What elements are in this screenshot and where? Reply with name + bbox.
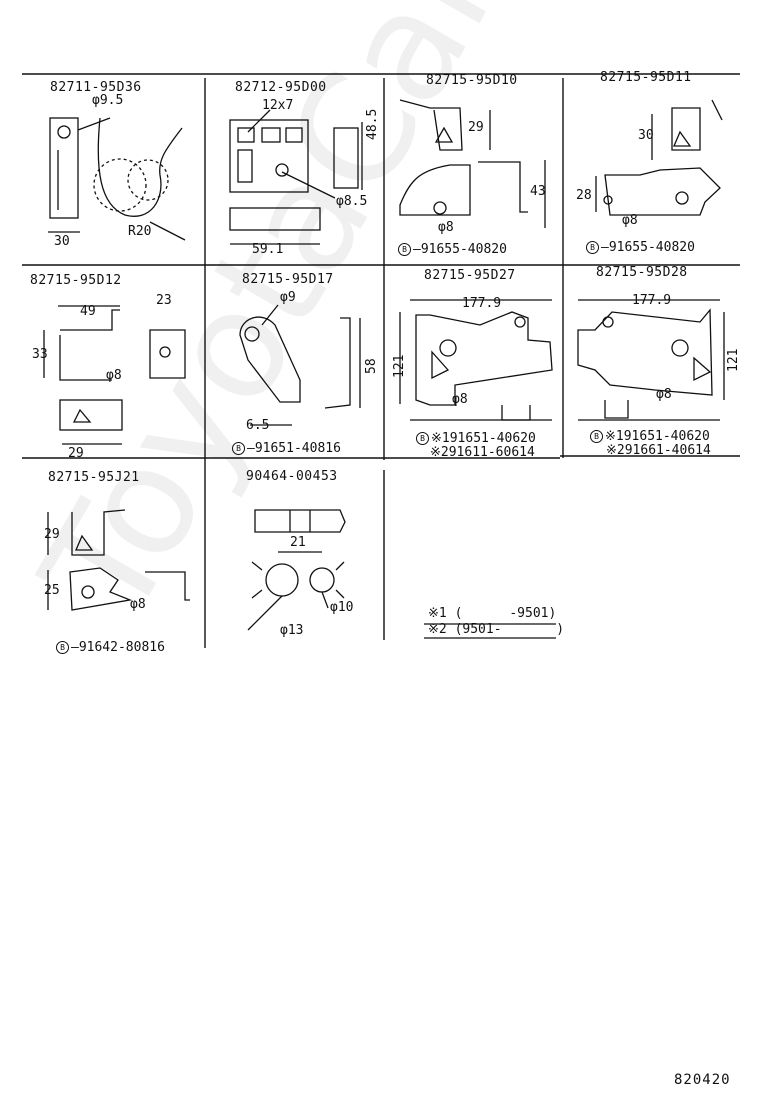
dim-label: 177.9 — [462, 296, 502, 311]
dim-label: 177.9 — [632, 293, 672, 308]
dim-label: φ8 — [622, 213, 638, 228]
footer-code: 820420 — [674, 1072, 731, 1088]
dim-label: φ13 — [280, 623, 304, 638]
dim-label: 21 — [290, 535, 306, 550]
dim-label: 29 — [68, 446, 84, 461]
dim-label: 58 — [364, 358, 379, 374]
dim-label: φ8.5 — [336, 194, 368, 209]
clamp-82711-95D36 — [48, 117, 186, 241]
dim-label: R20 — [128, 224, 152, 239]
part-number-82715-95D17: 82715-95D17 — [242, 272, 334, 287]
part-number-82711-95D36: 82711-95D36 — [50, 80, 142, 95]
bracket-82715-95D12 — [43, 305, 186, 445]
dim-label: φ9.5 — [92, 93, 124, 108]
bolt-symbol: B — [232, 442, 245, 455]
dim-label: 29 — [468, 120, 484, 135]
dim-label: 33 — [32, 347, 48, 362]
dim-label: 6.5 — [246, 418, 270, 433]
bolt-ref: B—91655-40820 — [398, 242, 507, 257]
part-number-82715-95D12: 82715-95D12 — [30, 273, 122, 288]
part-number-82715-95D28: 82715-95D28 — [596, 265, 688, 280]
dim-label: 23 — [156, 293, 172, 308]
dim-label: 48.5 — [365, 108, 380, 140]
dim-label: 121 — [392, 354, 407, 378]
note-2: ※2 (9501- ) — [428, 622, 564, 637]
note-mark: ※2 — [428, 622, 447, 637]
bolt-symbol: B — [398, 243, 411, 256]
part-number-82715-95J21: 82715-95J21 — [48, 470, 140, 485]
clamp-82712-95D00 — [229, 109, 363, 245]
bracket-82715-95D11 — [595, 99, 723, 216]
dim-label: 12x7 — [262, 98, 294, 113]
dim-label: φ9 — [280, 290, 296, 305]
bracket-82715-95D17 — [239, 304, 361, 426]
note-1: ※1 ( -9501) — [428, 606, 556, 621]
bolt-part-number: ※191651-40620 — [431, 431, 536, 446]
bolt-ref: B—91655-40820 — [586, 240, 695, 255]
dim-label: 59.1 — [252, 242, 284, 257]
bolt-part-number: 91642-80816 — [78, 640, 165, 655]
dim-label: 121 — [726, 348, 741, 372]
part-number-90464-00453: 90464-00453 — [246, 469, 338, 484]
bolt-ref: B—91651-40816 — [232, 441, 341, 456]
bolt-part-number: 91655-40820 — [608, 240, 695, 255]
bracket-82715-95D28 — [577, 299, 725, 421]
bolt-part-number: ※191651-40620 — [605, 429, 710, 444]
dim-label: 29 — [44, 527, 60, 542]
dim-label: 25 — [44, 583, 60, 598]
dim-label: φ10 — [330, 600, 354, 615]
bolt-ref-2: ※291611-60614 — [430, 445, 535, 460]
bolt-symbol: B — [416, 432, 429, 445]
part-number-82715-95D27: 82715-95D27 — [424, 268, 516, 283]
bolt-ref-1: B※191651-40620 — [416, 431, 536, 446]
bracket-82715-95D10 — [399, 99, 546, 228]
bolt-part-number: 91655-40820 — [420, 242, 507, 257]
dim-label: φ8 — [438, 220, 454, 235]
bolt-ref-1: B※191651-40620 — [590, 429, 710, 444]
part-number-82715-95D10: 82715-95D10 — [426, 73, 518, 88]
dim-label: φ8 — [452, 392, 468, 407]
bracket-82715-95D27 — [399, 299, 553, 421]
bolt-symbol: B — [56, 641, 69, 654]
note-mark: ※1 — [428, 606, 447, 621]
part-number-82712-95D00: 82712-95D00 — [235, 80, 327, 95]
bracket-82715-95J21 — [47, 509, 190, 611]
dim-label: 28 — [576, 188, 592, 203]
dim-label: φ8 — [656, 387, 672, 402]
dim-label: 30 — [638, 128, 654, 143]
note-range: (9501- ) — [454, 622, 565, 637]
bolt-ref-2: ※291661-40614 — [606, 443, 711, 458]
part-number-82715-95D11: 82715-95D11 — [600, 70, 692, 85]
bolt-ref: B—91642-80816 — [56, 640, 165, 655]
bolt-part-number: 91651-40816 — [254, 441, 341, 456]
dim-label: 43 — [530, 184, 546, 199]
bolt-symbol: B — [586, 241, 599, 254]
dim-label: 30 — [54, 234, 70, 249]
clamp-90464-00453 — [247, 509, 346, 631]
bolt-symbol: B — [590, 430, 603, 443]
dim-label: φ8 — [106, 368, 122, 383]
note-range: ( -9501) — [454, 606, 557, 621]
dim-label: 49 — [80, 304, 96, 319]
dim-label: φ8 — [130, 597, 146, 612]
